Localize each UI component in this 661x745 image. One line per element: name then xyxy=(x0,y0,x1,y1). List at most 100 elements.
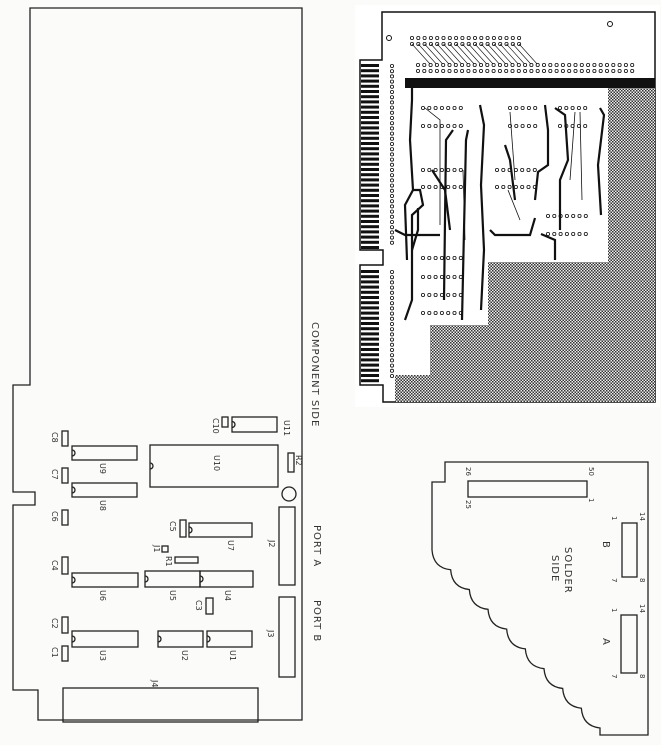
component-label: R2 xyxy=(294,455,303,466)
copper-trace xyxy=(554,107,570,230)
pin-label: 7 xyxy=(610,578,618,582)
component-label: J4 xyxy=(150,679,159,687)
component-u1: U1 xyxy=(206,630,253,661)
component-j3: J3 xyxy=(266,596,296,678)
edge-finger xyxy=(361,183,379,187)
component-r2: R2 xyxy=(287,452,303,473)
copper-trace xyxy=(489,217,537,237)
edge-finger xyxy=(361,209,379,213)
main-connector xyxy=(467,480,588,498)
edge-finger xyxy=(361,246,379,249)
component-label: J2 xyxy=(267,539,276,547)
component-label: J1 xyxy=(152,544,161,552)
pin-label: 1 xyxy=(610,608,618,612)
edge-finger xyxy=(361,173,379,177)
edge-finger xyxy=(361,368,379,372)
copper-trace xyxy=(394,229,440,237)
mounting-hole xyxy=(386,35,392,41)
edge-finger xyxy=(361,90,379,93)
component-label: C6 xyxy=(50,511,59,522)
edge-finger xyxy=(361,342,379,346)
component-label: C3 xyxy=(194,600,203,611)
component-c10: C10 xyxy=(211,416,229,434)
component-label: U6 xyxy=(98,590,107,601)
edge-finger xyxy=(361,280,379,284)
edge-finger xyxy=(361,147,379,151)
copper-trace xyxy=(403,80,415,261)
component-u10: U10 xyxy=(149,444,279,488)
edge-finger xyxy=(361,105,379,109)
edge-finger xyxy=(361,290,379,294)
edge-finger xyxy=(361,348,379,351)
pin-label: 8 xyxy=(638,578,646,582)
pin-label: 14 xyxy=(638,512,646,521)
component-label: C8 xyxy=(50,432,59,443)
component-label: C7 xyxy=(50,469,59,480)
edge-finger xyxy=(361,116,379,119)
edge-finger xyxy=(361,379,379,383)
edge-finger xyxy=(361,311,379,315)
copper-trace xyxy=(579,111,583,201)
edge-finger xyxy=(361,95,379,99)
edge-finger xyxy=(361,275,379,279)
component-label: U5 xyxy=(168,590,177,601)
pin-label: 1 xyxy=(610,516,618,520)
edge-finger xyxy=(361,199,379,203)
port-a-label: PORT A xyxy=(311,525,322,567)
edge-finger xyxy=(361,332,379,336)
copper-trace xyxy=(503,144,517,201)
edge-finger xyxy=(361,178,379,182)
solder-side-title: SOLDER xyxy=(562,547,573,594)
edge-finger xyxy=(361,110,379,114)
component-label: U3 xyxy=(98,650,107,661)
edge-finger xyxy=(361,316,379,320)
edge-finger xyxy=(361,270,379,273)
copper-trace xyxy=(478,104,486,311)
component-c3: C3 xyxy=(194,597,214,615)
edge-finger xyxy=(361,188,379,192)
edge-finger xyxy=(361,162,379,166)
component-label: U11 xyxy=(282,420,291,436)
copper-trace xyxy=(410,208,420,251)
edge-finger xyxy=(361,230,379,234)
component-j2: J2 xyxy=(267,506,296,586)
edge-finger xyxy=(361,240,379,244)
edge-finger xyxy=(361,142,379,145)
component-c7: C7 xyxy=(50,467,69,484)
edge-finger xyxy=(361,79,379,83)
copper-trace xyxy=(424,107,441,225)
component-u8: U8 xyxy=(71,482,138,511)
edge-finger xyxy=(361,322,379,325)
component-label: C2 xyxy=(50,618,59,629)
component-label: C10 xyxy=(211,418,220,434)
port-b-connector xyxy=(621,522,638,578)
component-u9: U9 xyxy=(71,445,138,474)
edge-finger xyxy=(361,168,379,171)
component-u3: U3 xyxy=(71,630,139,661)
pin-label: 25 xyxy=(464,500,472,509)
port-b-label: PORT B xyxy=(311,600,322,642)
edge-finger xyxy=(361,69,379,73)
component-label: U1 xyxy=(228,650,237,661)
component-label: R1 xyxy=(164,556,173,567)
edge-finger xyxy=(361,337,379,341)
edge-finger xyxy=(361,126,379,130)
component-r1: R1 xyxy=(164,556,199,567)
component-label: U8 xyxy=(98,500,107,511)
pcb-artwork xyxy=(355,5,660,407)
component-side-title: COMPONENT SIDE xyxy=(309,322,320,427)
copper-trace xyxy=(507,189,521,221)
component-label: U2 xyxy=(180,650,189,661)
edge-finger xyxy=(361,121,379,125)
component-label: U10 xyxy=(212,455,221,471)
board-outline xyxy=(12,7,303,721)
edge-finger xyxy=(361,306,379,310)
edge-finger xyxy=(361,358,379,362)
component-j4: J4 xyxy=(62,679,259,723)
port-b-label: B xyxy=(600,541,611,549)
edge-finger xyxy=(361,235,379,239)
ground-plane xyxy=(395,85,655,402)
component-c1: C1 xyxy=(50,645,69,662)
